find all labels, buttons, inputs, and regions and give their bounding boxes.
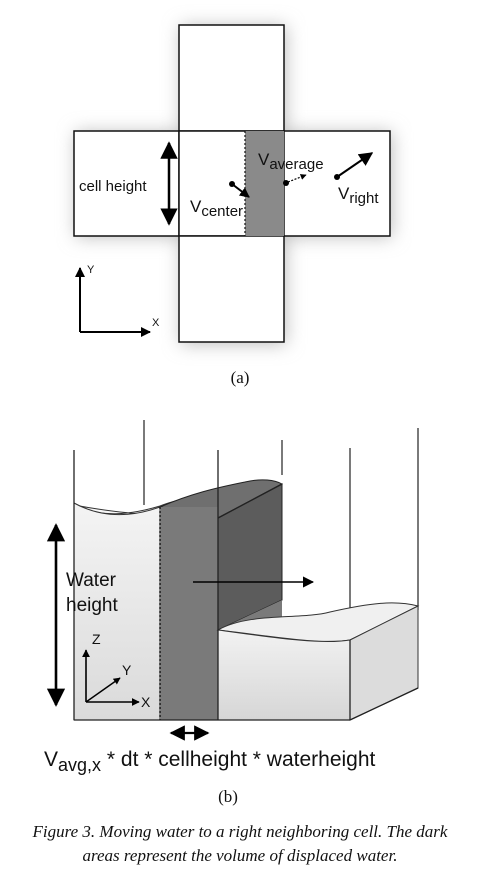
- axis-x-a-label: X: [152, 317, 160, 329]
- cell-top: [178, 24, 285, 132]
- v-center-label: Vcenter: [190, 197, 243, 220]
- formula: Vavg,x * dt * cellheight * waterheight: [44, 748, 376, 775]
- water-height-label-2: height: [66, 595, 118, 616]
- displaced-strip-a: [245, 131, 284, 236]
- figure-b-label: (b): [218, 787, 238, 806]
- displaced-volume-front: [160, 507, 218, 720]
- figure-caption: Figure 3. Moving water to a right neighb…: [0, 820, 480, 868]
- figure-a: cell height Vcenter Vaverage Vright Y X …: [73, 24, 392, 387]
- v-average-label: Vaverage: [258, 150, 324, 173]
- axis-z-b-label: Z: [92, 631, 101, 647]
- v-center-arrow: [231, 183, 250, 198]
- cell-height-label: cell height: [79, 178, 147, 195]
- cell-walls-front: [73, 450, 419, 721]
- caption-line-1: Figure 3. Moving water to a right neighb…: [32, 822, 448, 841]
- axis-y-b: [85, 677, 121, 703]
- axis-y-a-label: Y: [87, 264, 95, 276]
- v-right-arrow: [336, 152, 374, 178]
- caption-line-2: areas represent the volume of displaced …: [82, 846, 398, 865]
- water-right-front: [217, 629, 351, 721]
- cell-walls-back: [143, 420, 419, 610]
- v-average-point: [283, 180, 289, 186]
- water-height-label-1: Water: [66, 570, 117, 591]
- cell-bottom: [178, 235, 285, 343]
- axis-x-b-label: X: [141, 694, 151, 710]
- figure-b: Water height Z Y X Vavg,x * dt * cellhei…: [44, 420, 420, 806]
- figure-a-label: (a): [231, 368, 250, 387]
- v-right-label: Vright: [338, 184, 379, 207]
- cell-right: [283, 130, 391, 237]
- axis-y-b-label: Y: [122, 662, 132, 678]
